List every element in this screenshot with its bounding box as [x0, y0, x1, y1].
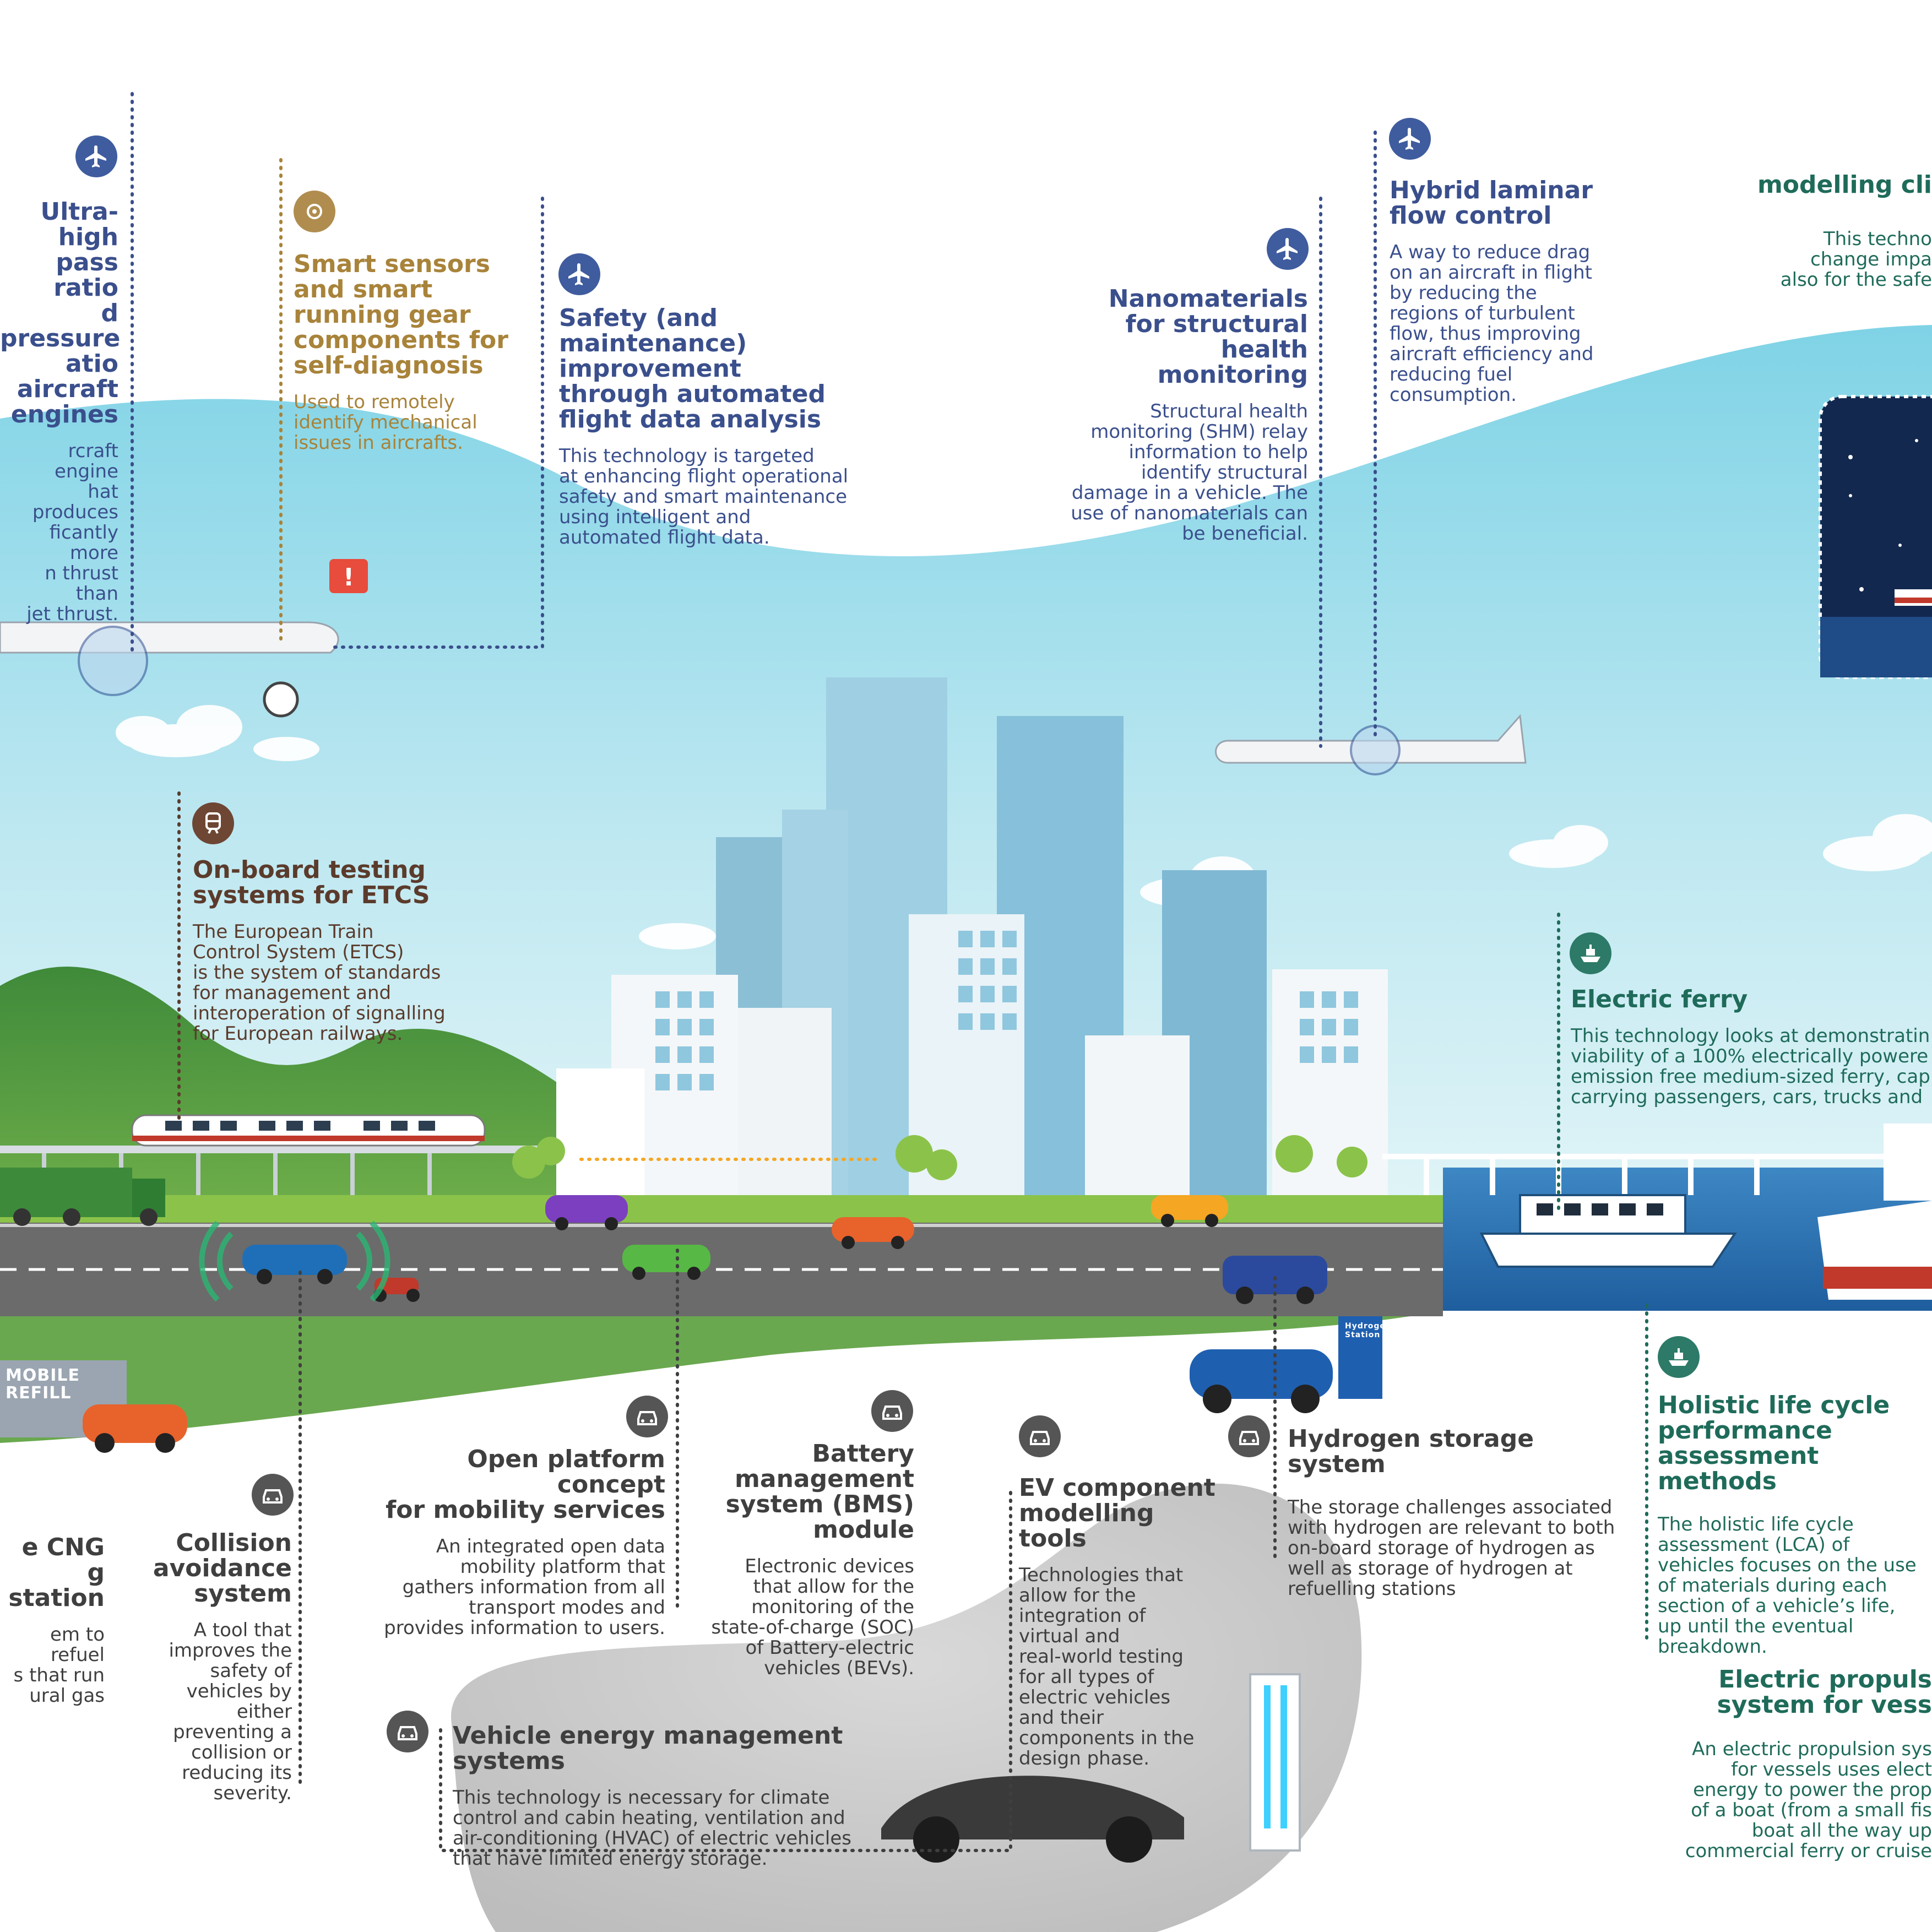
svg-text:!: ! [343, 563, 354, 591]
ship-icon [1658, 1336, 1700, 1378]
label-safety-maintenance: Safety (and maintenance) improvement thr… [559, 296, 889, 557]
label-nano-desc: Structural health monitoring (SHM) relay… [1071, 400, 1308, 545]
label-hydrogen: Hydrogen storage system The storage chal… [1288, 1417, 1629, 1608]
alert-sign: ! [329, 559, 368, 593]
label-bms-desc: Electronic devices that allow for the mo… [711, 1555, 914, 1679]
label-ultra-high-desc: rcraft engine hat produces ficantly more… [26, 439, 118, 625]
label-onboard-testing: On-board testing systems for ETCS The Eu… [193, 848, 457, 1053]
label-vehicle-energy: Vehicle energy management systems This t… [453, 1714, 904, 1878]
label-modelling-desc: This techno change impa also for the saf… [1780, 227, 1932, 291]
green-truck [0, 1168, 165, 1226]
sensor-icon [294, 191, 335, 232]
airplane-icon [1267, 228, 1309, 270]
label-ev-component: EV component modelling tools Technologie… [1019, 1466, 1228, 1778]
sky-band [0, 325, 1932, 1267]
label-smart-sensors-desc: Used to remotely identify mechanical iss… [294, 390, 477, 454]
label-bms-title: Battery management system (BMS) module [725, 1439, 914, 1544]
label-hydrogen-title: Hydrogen storage system [1288, 1424, 1534, 1478]
label-open-platform: Open platform concept for mobility servi… [375, 1437, 665, 1647]
label-propulsion-title: Electric propuls system for vess [1717, 1665, 1932, 1719]
label-ultra-high-title: Ultra-high pass ratio d pressure atio ai… [0, 197, 121, 428]
label-ferry-title: Electric ferry [1571, 985, 1748, 1013]
label-hybrid-laminar: Hybrid laminar flow control A way to red… [1390, 169, 1632, 414]
ev-car [881, 1673, 1301, 1863]
label-holistic-title: Holistic life cycle performance assessme… [1658, 1391, 1890, 1495]
label-smart-sensors: Smart sensors and smart running gear com… [294, 242, 514, 462]
label-vehicle-energy-desc: This technology is necessary for climate… [453, 1786, 851, 1870]
label-ev-title: EV component modelling tools [1019, 1473, 1215, 1553]
label-cng-desc: em to refuel s that run ural gas [13, 1623, 105, 1707]
label-hybrid-desc: A way to reduce drag on an aircraft in f… [1390, 241, 1594, 406]
label-electric-propulsion: Electric propuls system for vess An elec… [1658, 1658, 1932, 1870]
train-icon [192, 802, 234, 844]
car-icon [1019, 1415, 1061, 1457]
label-open-desc: An integrated open data mobility platfor… [384, 1535, 665, 1639]
label-propulsion-desc: An electric propulsion sys for vessels u… [1685, 1738, 1932, 1862]
label-etcs-desc: The European Train Control System (ETCS)… [193, 920, 446, 1045]
car-icon [387, 1711, 428, 1752]
label-modelling-title: modelling cli [1757, 170, 1932, 199]
label-holistic-desc: The holistic life cycle assessment (LCA)… [1658, 1513, 1917, 1658]
label-nanomaterials: Nanomaterials for structural health moni… [1041, 277, 1308, 553]
leader-ev [439, 1722, 1012, 1852]
label-cng-title: e CNG g station [8, 1533, 105, 1612]
airplane-icon [1389, 118, 1431, 160]
collision-radar [199, 1220, 390, 1302]
leader-safety [329, 197, 544, 649]
airplane-icon [75, 135, 117, 177]
label-ferry-desc: This technology looks at demonstratin vi… [1571, 1024, 1930, 1108]
label-open-title: Open platform concept for mobility servi… [386, 1445, 665, 1524]
label-collision-desc: A tool that improves the safety of vehic… [169, 1619, 292, 1804]
label-ev-desc: Technologies that allow for the integrat… [1019, 1564, 1195, 1770]
hydrogen-station-sign: Hydrogen Station [1345, 1322, 1392, 1339]
label-smart-sensors-title: Smart sensors and smart running gear com… [294, 249, 508, 379]
label-etcs-title: On-board testing systems for ETCS [193, 855, 430, 909]
hydrogen-car [1190, 1316, 1382, 1413]
cruise-ship [1817, 1124, 1932, 1300]
car-icon [626, 1396, 668, 1437]
label-safety-title: Safety (and maintenance) improvement thr… [559, 303, 826, 433]
label-hydrogen-desc: The storage challenges associated with h… [1288, 1496, 1615, 1600]
label-collision: Collision avoidance system A tool that i… [140, 1521, 292, 1812]
label-modelling-climate: modelling cli This techno change impa al… [1751, 163, 1932, 299]
label-cng-station: e CNG g station em to refuel s that run … [0, 1526, 105, 1715]
electric-ferry [1479, 1194, 1737, 1268]
car-icon [871, 1390, 913, 1432]
car-icon [252, 1474, 294, 1516]
label-safety-desc: This technology is targeted at enhancing… [559, 444, 849, 549]
airplane-right [1215, 714, 1527, 775]
trees [512, 1135, 1367, 1180]
airplane-left [0, 621, 339, 696]
label-vehicle-energy-title: Vehicle energy management systems [453, 1721, 843, 1775]
label-hybrid-title: Hybrid laminar flow control [1390, 176, 1593, 230]
city-skyline [556, 677, 1388, 1206]
ship-icon [1570, 932, 1611, 974]
label-holistic: Holistic life cycle performance assessme… [1658, 1383, 1932, 1666]
label-ultra-high: Ultra-high pass ratio d pressure atio ai… [0, 190, 121, 633]
train-line [0, 1114, 551, 1195]
mobile-refill-truck [0, 1360, 187, 1453]
label-nano-title: Nanomaterials for structural health moni… [1108, 284, 1308, 389]
mobile-refill-sign: MOBILE REFILL [6, 1366, 80, 1403]
label-collision-title: Collision avoidance system [153, 1528, 292, 1608]
airplane-icon [558, 253, 600, 295]
car-icon [1228, 1415, 1270, 1457]
lightning-sign [263, 681, 299, 718]
label-bms: Battery management system (BMS) module E… [677, 1432, 914, 1687]
label-electric-ferry: Electric ferry This technology looks at … [1571, 978, 1932, 1116]
night-inset [1819, 395, 1932, 679]
